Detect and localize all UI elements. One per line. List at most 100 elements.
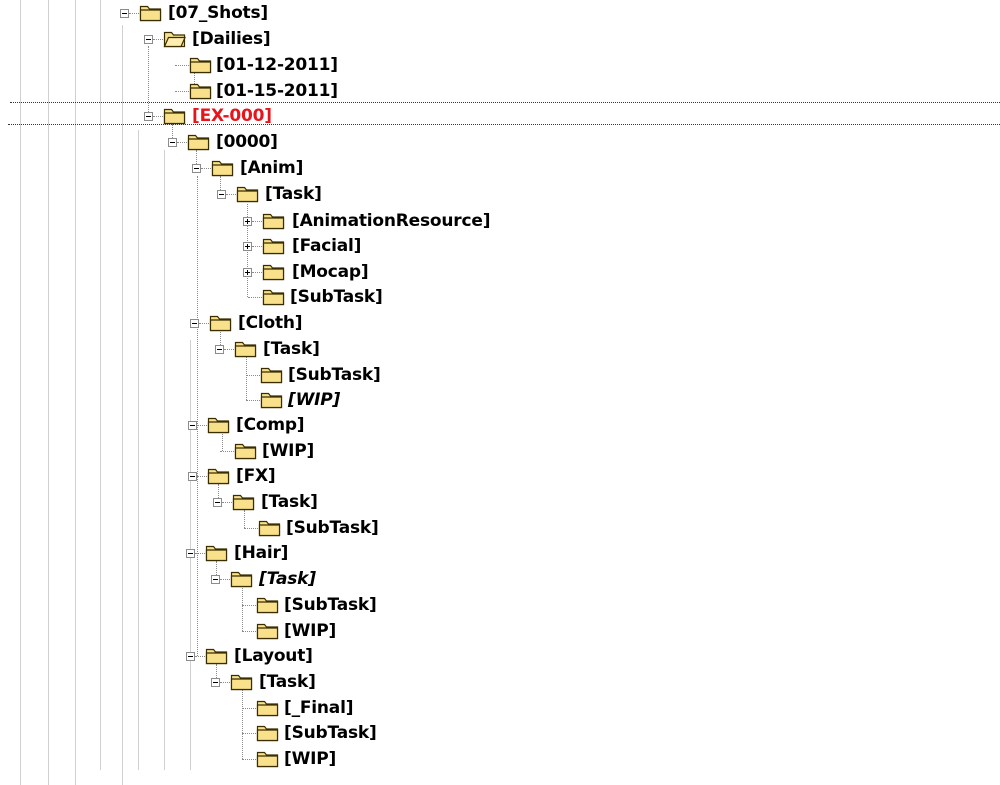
tree-node[interactable]: [FX] bbox=[0, 464, 1000, 488]
folder-icon bbox=[234, 441, 257, 460]
folder-open-icon bbox=[163, 29, 186, 48]
folder-icon bbox=[230, 672, 253, 691]
folder-icon bbox=[262, 211, 285, 230]
tree-node-label: [SubTask] bbox=[284, 595, 377, 615]
tree-node[interactable]: [07_Shots] bbox=[0, 1, 1000, 25]
tree-connector-line bbox=[197, 425, 207, 426]
tree-connector-line bbox=[216, 561, 217, 579]
collapse-minus-icon[interactable] bbox=[186, 549, 195, 558]
tree-node[interactable]: [Task] bbox=[0, 337, 1000, 361]
tree-guide-line bbox=[48, 0, 49, 785]
tree-node[interactable]: [01-15-2011] bbox=[0, 79, 1000, 103]
tree-node[interactable]: [SubTask] bbox=[0, 721, 1000, 745]
tree-node[interactable]: [Task] bbox=[0, 567, 1000, 591]
tree-node[interactable]: [AnimationResource] bbox=[0, 209, 1000, 233]
tree-node[interactable]: [Task] bbox=[0, 490, 1000, 514]
expand-plus-icon[interactable] bbox=[243, 268, 252, 277]
tree-connector-line bbox=[252, 272, 262, 273]
tree-node[interactable]: [Task] bbox=[0, 670, 1000, 694]
tree-node-label: [0000] bbox=[216, 132, 278, 152]
tree-connector-line bbox=[153, 116, 163, 117]
tree-node[interactable]: [Cloth] bbox=[0, 311, 1000, 335]
tree-node[interactable]: [SubTask] bbox=[0, 516, 1000, 540]
tree-node-label: [WIP] bbox=[284, 621, 337, 641]
collapse-minus-icon[interactable] bbox=[192, 164, 201, 173]
tree-node[interactable]: [EX-000] bbox=[0, 104, 1000, 128]
tree-node[interactable]: [Anim] bbox=[0, 156, 1000, 180]
folder-icon bbox=[258, 518, 281, 537]
tree-node[interactable]: [SubTask] bbox=[0, 363, 1000, 387]
collapse-minus-icon[interactable] bbox=[168, 138, 177, 147]
tree-connector-line bbox=[222, 434, 223, 451]
tree-node-label: [WIP] bbox=[288, 390, 341, 410]
tree-node[interactable]: [Hair] bbox=[0, 541, 1000, 565]
tree-node-label: [Dailies] bbox=[192, 29, 271, 49]
tree-node[interactable]: [Mocap] bbox=[0, 260, 1000, 284]
folder-icon bbox=[189, 81, 212, 100]
tree-node-label: [SubTask] bbox=[290, 287, 383, 307]
tree-node[interactable]: [Layout] bbox=[0, 644, 1000, 668]
collapse-minus-icon[interactable] bbox=[188, 421, 197, 430]
folder-icon bbox=[256, 621, 279, 640]
tree-node[interactable]: [Dailies] bbox=[0, 27, 1000, 51]
tree-node[interactable]: [0000] bbox=[0, 130, 1000, 154]
tree-node-label: [SubTask] bbox=[288, 365, 381, 385]
tree-connector-line bbox=[172, 124, 173, 142]
tree-connector-line bbox=[224, 349, 234, 350]
folder-icon bbox=[230, 569, 253, 588]
tree-connector-line bbox=[129, 13, 139, 14]
tree-connector-line bbox=[220, 332, 221, 349]
collapse-minus-icon[interactable] bbox=[144, 112, 153, 121]
tree-connector-line bbox=[216, 664, 217, 682]
collapse-minus-icon[interactable] bbox=[217, 190, 226, 199]
tree-node[interactable]: [WIP] bbox=[0, 439, 1000, 463]
tree-node[interactable]: [WIP] bbox=[0, 619, 1000, 643]
tree-connector-line bbox=[220, 451, 234, 452]
tree-connector-line bbox=[220, 682, 230, 683]
collapse-minus-icon[interactable] bbox=[186, 652, 195, 661]
tree-connector-line bbox=[199, 323, 209, 324]
tree-node-label: [Comp] bbox=[236, 415, 305, 435]
collapse-minus-icon[interactable] bbox=[211, 678, 220, 687]
collapse-minus-icon[interactable] bbox=[211, 575, 220, 584]
tree-node[interactable]: [01-12-2011] bbox=[0, 53, 1000, 77]
collapse-minus-icon[interactable] bbox=[213, 498, 222, 507]
tree-node[interactable]: [SubTask] bbox=[0, 593, 1000, 617]
tree-connector-line bbox=[244, 528, 258, 529]
folder-icon bbox=[256, 723, 279, 742]
tree-node[interactable]: [Comp] bbox=[0, 413, 1000, 437]
folder-icon bbox=[139, 3, 162, 22]
collapse-minus-icon[interactable] bbox=[215, 345, 224, 354]
tree-node[interactable]: [Task] bbox=[0, 182, 1000, 206]
tree-node-label: [FX] bbox=[236, 466, 276, 486]
tree-guide-line bbox=[75, 0, 76, 785]
collapse-minus-icon[interactable] bbox=[120, 9, 129, 18]
tree-node-label: [EX-000] bbox=[192, 106, 272, 126]
tree-node[interactable]: [SubTask] bbox=[0, 285, 1000, 309]
folder-icon bbox=[207, 415, 230, 434]
tree-node[interactable]: [WIP] bbox=[0, 388, 1000, 412]
collapse-minus-icon[interactable] bbox=[188, 472, 197, 481]
collapse-minus-icon[interactable] bbox=[190, 319, 199, 328]
collapse-minus-icon[interactable] bbox=[144, 35, 153, 44]
tree-node[interactable]: [Facial] bbox=[0, 234, 1000, 258]
folder-icon bbox=[260, 390, 283, 409]
tree-connector-line bbox=[195, 656, 205, 657]
folder-icon bbox=[256, 749, 279, 768]
tree-connector-line bbox=[246, 400, 260, 401]
expand-plus-icon[interactable] bbox=[243, 242, 252, 251]
tree-node[interactable]: [WIP] bbox=[0, 747, 1000, 771]
tree-connector-line bbox=[175, 91, 189, 92]
tree-connector-line bbox=[246, 375, 260, 376]
folder-icon bbox=[256, 595, 279, 614]
expand-plus-icon[interactable] bbox=[243, 217, 252, 226]
tree-node-label: [WIP] bbox=[284, 749, 337, 769]
selection-focus-line bbox=[8, 124, 1000, 125]
tree-node[interactable]: [_Final] bbox=[0, 696, 1000, 720]
folder-icon bbox=[163, 106, 186, 125]
folder-icon bbox=[211, 158, 234, 177]
tree-node-label: [Task] bbox=[259, 672, 316, 692]
tree-node-label: [Task] bbox=[263, 339, 320, 359]
tree-node-label: [01-15-2011] bbox=[216, 81, 338, 101]
